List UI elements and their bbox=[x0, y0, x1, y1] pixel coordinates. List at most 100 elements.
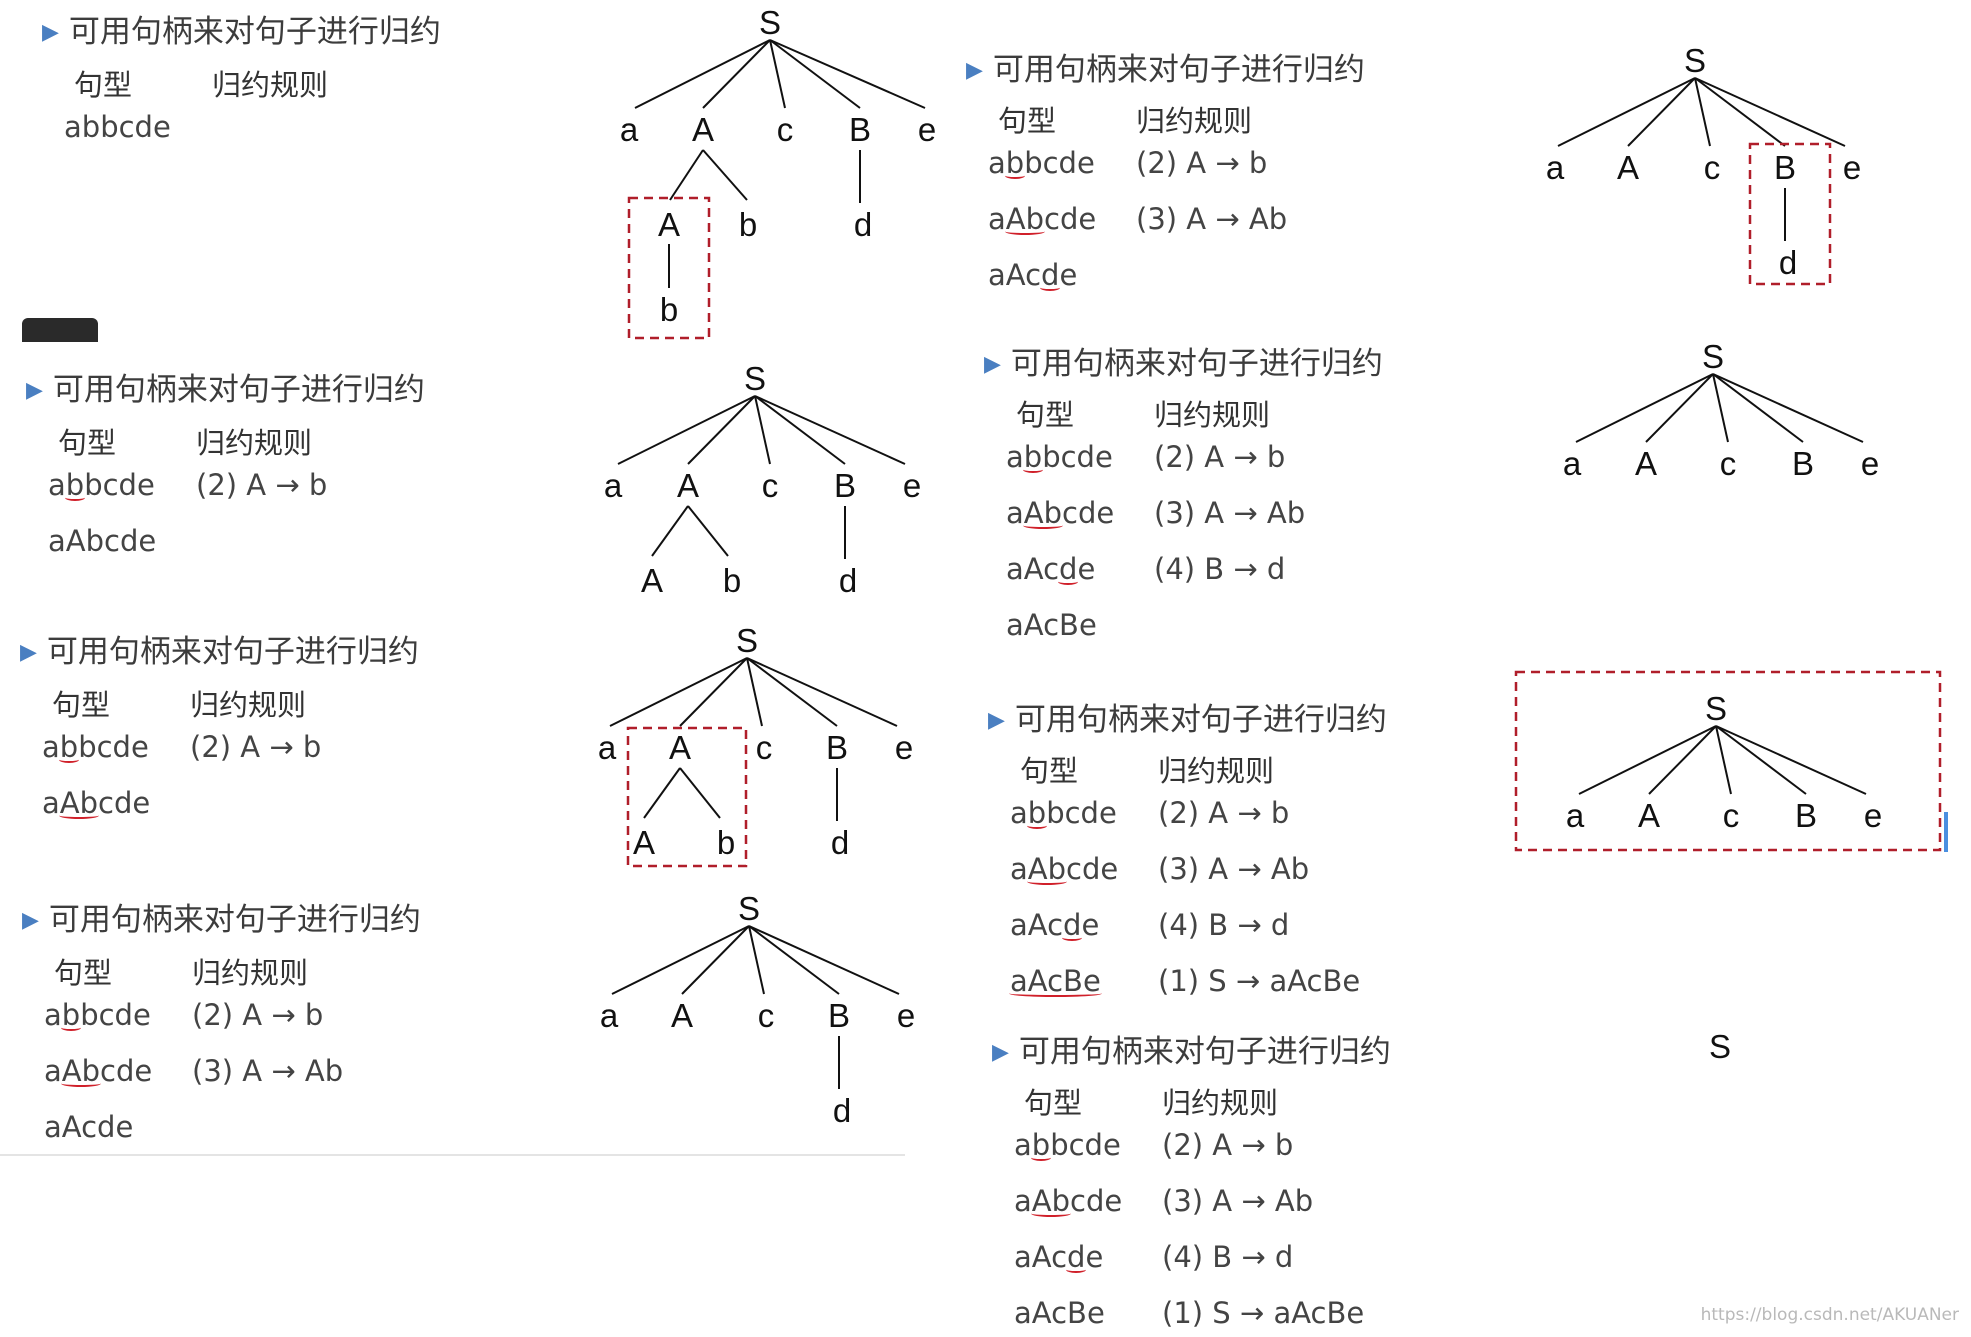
node-A: A bbox=[671, 997, 693, 1034]
reduction-rule: (3) A → Ab bbox=[1162, 1184, 1314, 1218]
panel-title: ▶可用句柄来对句子进行归约 bbox=[22, 902, 421, 938]
reduction-rule: (3) A → Ab bbox=[1136, 202, 1288, 236]
node-c: c bbox=[1720, 445, 1737, 482]
reduction-rule: (4) B → d bbox=[1154, 552, 1286, 586]
node-e: e bbox=[1843, 149, 1861, 186]
node-a: a bbox=[620, 111, 639, 148]
column-header-rule: 归约规则 bbox=[192, 956, 309, 990]
handle-underline: Ab bbox=[1026, 852, 1068, 886]
reduction-rule: (3) A → Ab bbox=[1154, 496, 1306, 530]
node-a: a bbox=[1566, 797, 1585, 834]
node-S: S bbox=[744, 360, 766, 397]
reduction-rule: (2) A → b bbox=[1162, 1128, 1294, 1162]
form-row: aAcde (4) B → d bbox=[1010, 908, 1290, 942]
triangle-bullet-icon: ▶ bbox=[966, 58, 983, 83]
column-header-form: 句型 bbox=[58, 426, 117, 460]
form-row: abbcde (2) A → b bbox=[1010, 796, 1290, 830]
node-S: S bbox=[736, 622, 758, 659]
node-B: B bbox=[834, 467, 856, 504]
form-row: abbcde (2) A → b bbox=[988, 146, 1268, 180]
divider bbox=[0, 1154, 905, 1156]
reduction-rule: (2) A → b bbox=[192, 998, 324, 1032]
form-row: aAbcde (3) A → Ab bbox=[1010, 852, 1310, 886]
reduction-rule: (4) B → d bbox=[1158, 908, 1290, 942]
text-cursor-marker bbox=[1944, 812, 1948, 852]
column-header-form: 句型 bbox=[998, 104, 1057, 138]
handle-underline: d bbox=[1058, 552, 1079, 586]
node-d: d bbox=[854, 206, 872, 243]
reduction-rule: (4) B → d bbox=[1162, 1240, 1294, 1274]
handle-underline: b bbox=[64, 468, 86, 502]
node-c: c bbox=[758, 997, 775, 1034]
node-A: A bbox=[692, 111, 714, 148]
node-a: a bbox=[600, 997, 619, 1034]
triangle-bullet-icon: ▶ bbox=[26, 378, 43, 403]
parse-tree-8: S bbox=[1709, 1028, 1731, 1065]
node-d: d bbox=[831, 824, 849, 861]
form-row: abbcde (2) A → b bbox=[42, 730, 322, 764]
node-B: B bbox=[828, 997, 850, 1034]
node-d: d bbox=[1779, 244, 1797, 281]
form-row: aAbcde bbox=[48, 524, 157, 558]
node-a: a bbox=[604, 467, 623, 504]
node-A: A bbox=[1635, 445, 1657, 482]
node-c: c bbox=[777, 111, 794, 148]
triangle-bullet-icon: ▶ bbox=[20, 640, 37, 665]
node-B: B bbox=[1795, 797, 1817, 834]
watermark: https://blog.csdn.net/AKUANer bbox=[1700, 1305, 1959, 1325]
node-c: c bbox=[762, 467, 779, 504]
node-e: e bbox=[897, 997, 915, 1034]
node-A: A bbox=[1617, 149, 1639, 186]
node-A: A bbox=[1638, 797, 1660, 834]
triangle-bullet-icon: ▶ bbox=[988, 708, 1005, 733]
form-row: abbcde (2) A → b bbox=[1014, 1128, 1294, 1162]
handle-underline: Ab bbox=[1022, 496, 1064, 530]
form-row: abbcde (2) A → b bbox=[48, 468, 328, 502]
handle-underline: Ab bbox=[58, 786, 100, 820]
column-header-form: 句型 bbox=[54, 956, 113, 990]
handle-box bbox=[1748, 142, 1832, 286]
form-row: abbcde (2) A → b bbox=[44, 998, 324, 1032]
column-header-form: 句型 bbox=[1020, 754, 1079, 788]
node-e: e bbox=[1861, 445, 1879, 482]
reduction-rule: (3) A → Ab bbox=[192, 1054, 344, 1088]
form-row: aAbcde (3) A → Ab bbox=[1006, 496, 1306, 530]
node-d: d bbox=[833, 1092, 851, 1129]
form-row: aAcBe (1) S → aAcBe bbox=[1014, 1296, 1365, 1330]
node-b: b bbox=[717, 824, 735, 861]
node-A: A bbox=[677, 467, 699, 504]
form-row: aAbcde (3) A → Ab bbox=[44, 1054, 344, 1088]
handle-box bbox=[1514, 670, 1942, 852]
triangle-bullet-icon: ▶ bbox=[22, 908, 39, 933]
node-A: A bbox=[641, 562, 663, 599]
node-e: e bbox=[895, 729, 913, 766]
handle-underline: d bbox=[1066, 1240, 1087, 1274]
handle-box bbox=[627, 196, 711, 340]
parse-tree-4: S a A c B e d bbox=[600, 890, 915, 1129]
column-header-form: 句型 bbox=[1016, 398, 1075, 432]
node-A: A bbox=[633, 824, 655, 861]
node-b: b bbox=[660, 291, 678, 328]
reduction-rule: (2) A → b bbox=[190, 730, 322, 764]
parse-tree-5: S a A c B e d bbox=[1546, 42, 1861, 286]
parse-tree-7: S a A c B e bbox=[1514, 670, 1942, 852]
reduction-rule: (2) A → b bbox=[196, 468, 328, 502]
node-a: a bbox=[598, 729, 617, 766]
handle-underline: aAcBe bbox=[1009, 964, 1102, 998]
handle-underline: b bbox=[1026, 796, 1048, 830]
column-header-rule: 归约规则 bbox=[190, 688, 307, 722]
panel-title: ▶可用句柄来对句子进行归约 bbox=[966, 52, 1365, 88]
column-header-rule: 归约规则 bbox=[196, 426, 313, 460]
handle-underline: Ab bbox=[1004, 202, 1046, 236]
toolbar-tab bbox=[22, 318, 98, 342]
node-B: B bbox=[849, 111, 871, 148]
node-b: b bbox=[723, 562, 741, 599]
reduction-rule: (2) A → b bbox=[1136, 146, 1268, 180]
column-header-rule: 归约规则 bbox=[1158, 754, 1275, 788]
node-c: c bbox=[756, 729, 773, 766]
panel-title: ▶可用句柄来对句子进行归约 bbox=[26, 372, 425, 408]
node-S: S bbox=[1684, 42, 1706, 79]
triangle-bullet-icon: ▶ bbox=[992, 1040, 1009, 1065]
handle-underline: b bbox=[1030, 1128, 1052, 1162]
form-row: aAcBe (1) S → aAcBe bbox=[1009, 964, 1360, 998]
